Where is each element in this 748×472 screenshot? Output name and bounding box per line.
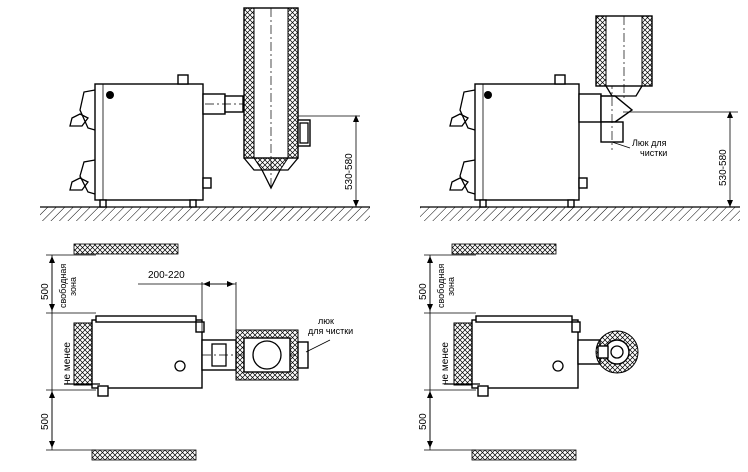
boiler-body	[94, 83, 204, 201]
cleaning-hatch-label: люк	[318, 316, 334, 326]
boiler-body-plan	[91, 319, 203, 389]
cleaning-hatch	[297, 119, 311, 147]
chimney-insulation	[243, 7, 255, 159]
dim-500-top: 500	[418, 283, 429, 300]
side-view-flue-variant: Люк для чистки 530-580	[420, 15, 740, 221]
door-handle-icon	[69, 177, 89, 191]
free-zone-label: зона	[68, 277, 78, 296]
wall-zone	[73, 243, 179, 255]
free-zone-label: свободная	[436, 264, 446, 308]
boiler-body-plan	[471, 319, 579, 389]
door-handle-icon	[69, 113, 89, 127]
wall-zone	[471, 449, 577, 461]
dim-500-top: 500	[40, 283, 51, 300]
side-view-chimney-variant: 530-580	[40, 7, 370, 221]
door-handle-icon	[449, 177, 469, 191]
wall-zone	[91, 449, 197, 461]
thermometer-icon	[484, 91, 492, 99]
not-less-label: не менее	[62, 342, 73, 385]
not-less-label: не менее	[440, 342, 451, 385]
cleaning-hatch-label: для чистки	[308, 326, 353, 336]
wall-zone	[451, 243, 557, 255]
plan-view-chimney-variant: 500 свободная зона не менее 500 200-220 …	[40, 243, 353, 461]
dim-500-bottom: 500	[418, 413, 429, 430]
dim-200-220: 200-220	[148, 270, 185, 281]
cleaning-hatch-label: чистки	[640, 148, 667, 158]
free-zone-label: зона	[446, 277, 456, 296]
free-zone-label: свободная	[58, 264, 68, 308]
chimney-insulation	[595, 15, 607, 87]
floor-hatch	[40, 207, 370, 221]
thermometer-icon	[106, 91, 114, 99]
dim-height-label: 530-580	[718, 149, 729, 186]
plan-view-flue-variant: 500 свободная зона не менее 500	[418, 243, 639, 461]
door-handle-icon	[449, 113, 469, 127]
floor-hatch	[420, 207, 740, 221]
dim-500-bottom: 500	[40, 413, 51, 430]
cleaning-hatch-label: Люк для	[632, 138, 667, 148]
boiler-body	[474, 83, 580, 201]
dim-height-label: 530-580	[344, 153, 355, 190]
